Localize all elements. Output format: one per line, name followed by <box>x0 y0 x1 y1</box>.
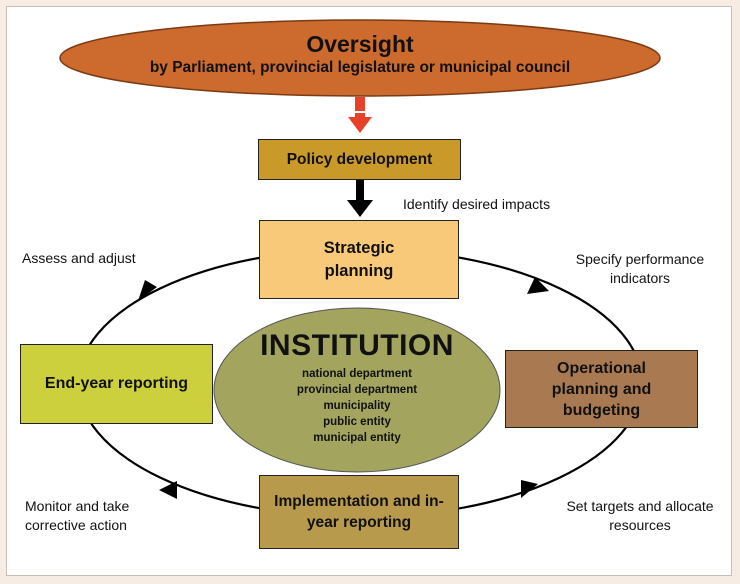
cycle-arrowhead-bottom-right <box>521 480 538 498</box>
institution-items: national department provincial departmen… <box>212 366 502 446</box>
institution-item: municipal entity <box>313 432 401 444</box>
implementation-label: Implementation and in-year reporting <box>274 493 444 531</box>
end-year-reporting-label: End-year reporting <box>44 375 189 392</box>
cycle-arrowhead-top-right <box>527 277 549 294</box>
policy-arrow <box>347 180 373 217</box>
institution-item: provincial department <box>296 384 418 396</box>
set-targets-label: Set targets and allocate resources <box>566 498 714 533</box>
institution-ellipse <box>213 307 501 473</box>
policy-development-label: Policy development <box>286 150 433 168</box>
end-year-reporting-box: End-year reporting <box>20 344 213 424</box>
institution-title: INSTITUTION <box>260 329 454 362</box>
strategic-planning-label: Strategic planning <box>323 238 395 280</box>
oversight-ellipse <box>59 19 661 97</box>
policy-development-box: Policy development <box>258 139 461 180</box>
specify-indicators-label: Specify performance indicators <box>575 251 705 286</box>
identify-impacts-label: Identify desired impacts <box>403 196 551 212</box>
cycle-arrowhead-bottom-left <box>159 481 177 499</box>
institution-text: INSTITUTION national department provinci… <box>212 328 502 446</box>
operational-planning-box: Operational planning and budgeting <box>505 350 698 428</box>
operational-planning-label: Operational planning and budgeting <box>551 359 652 419</box>
oversight-title: Oversight <box>306 31 414 57</box>
cycle-arrowhead-top-left <box>138 280 157 301</box>
monitor-label: Monitor and take corrective action <box>25 498 130 533</box>
institution-item: municipality <box>323 400 391 412</box>
oversight-subtitle: by Parliament, provincial legislature or… <box>149 59 571 76</box>
oversight-arrow <box>348 97 372 133</box>
strategic-planning-box: Strategic planning <box>259 220 459 299</box>
implementation-box: Implementation and in-year reporting <box>259 475 459 549</box>
institution-item: public entity <box>323 416 391 428</box>
oversight-text: Oversight by Parliament, provincial legi… <box>60 30 660 77</box>
assess-adjust-label: Assess and adjust <box>22 250 136 266</box>
institution-item: national department <box>302 368 412 380</box>
